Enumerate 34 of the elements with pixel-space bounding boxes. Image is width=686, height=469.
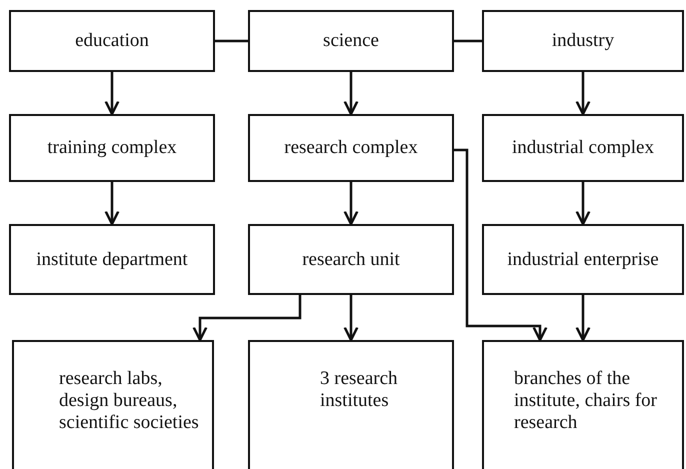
box-label: 3 research institutes — [320, 368, 399, 412]
process-box — [482, 10, 684, 72]
arrow — [104, 72, 120, 116]
box-label: industrial complex — [512, 137, 654, 159]
box-label: research unit — [302, 248, 400, 270]
text-box — [482, 340, 684, 469]
arrow — [576, 72, 590, 116]
process-box — [248, 224, 454, 295]
process-box — [248, 114, 454, 182]
process-box — [9, 10, 215, 72]
box-label: science — [323, 30, 379, 52]
arrow — [104, 182, 120, 226]
arrow — [344, 182, 358, 226]
text-box — [248, 340, 454, 469]
process-box — [9, 224, 215, 295]
box-label: research complex — [284, 137, 418, 159]
arrow — [576, 182, 590, 226]
box-label: research labs, design bureaus, scientific societies — [59, 368, 200, 434]
arrow — [344, 72, 358, 116]
arrow — [576, 295, 590, 342]
process-box — [248, 10, 454, 72]
arrow — [192, 295, 302, 342]
process-box — [482, 224, 684, 295]
process-box — [482, 114, 684, 182]
box-label: branches of the institute, chairs for research — [514, 368, 658, 434]
box-label: industry — [552, 30, 614, 52]
process-box — [9, 114, 215, 182]
box-label: industrial enterprise — [507, 248, 659, 270]
arrow — [344, 295, 358, 342]
box-label: education — [75, 30, 149, 52]
arrow — [454, 148, 548, 342]
box-label: training complex — [47, 137, 177, 159]
text-box — [12, 340, 214, 469]
box-label: institute department — [36, 248, 188, 270]
